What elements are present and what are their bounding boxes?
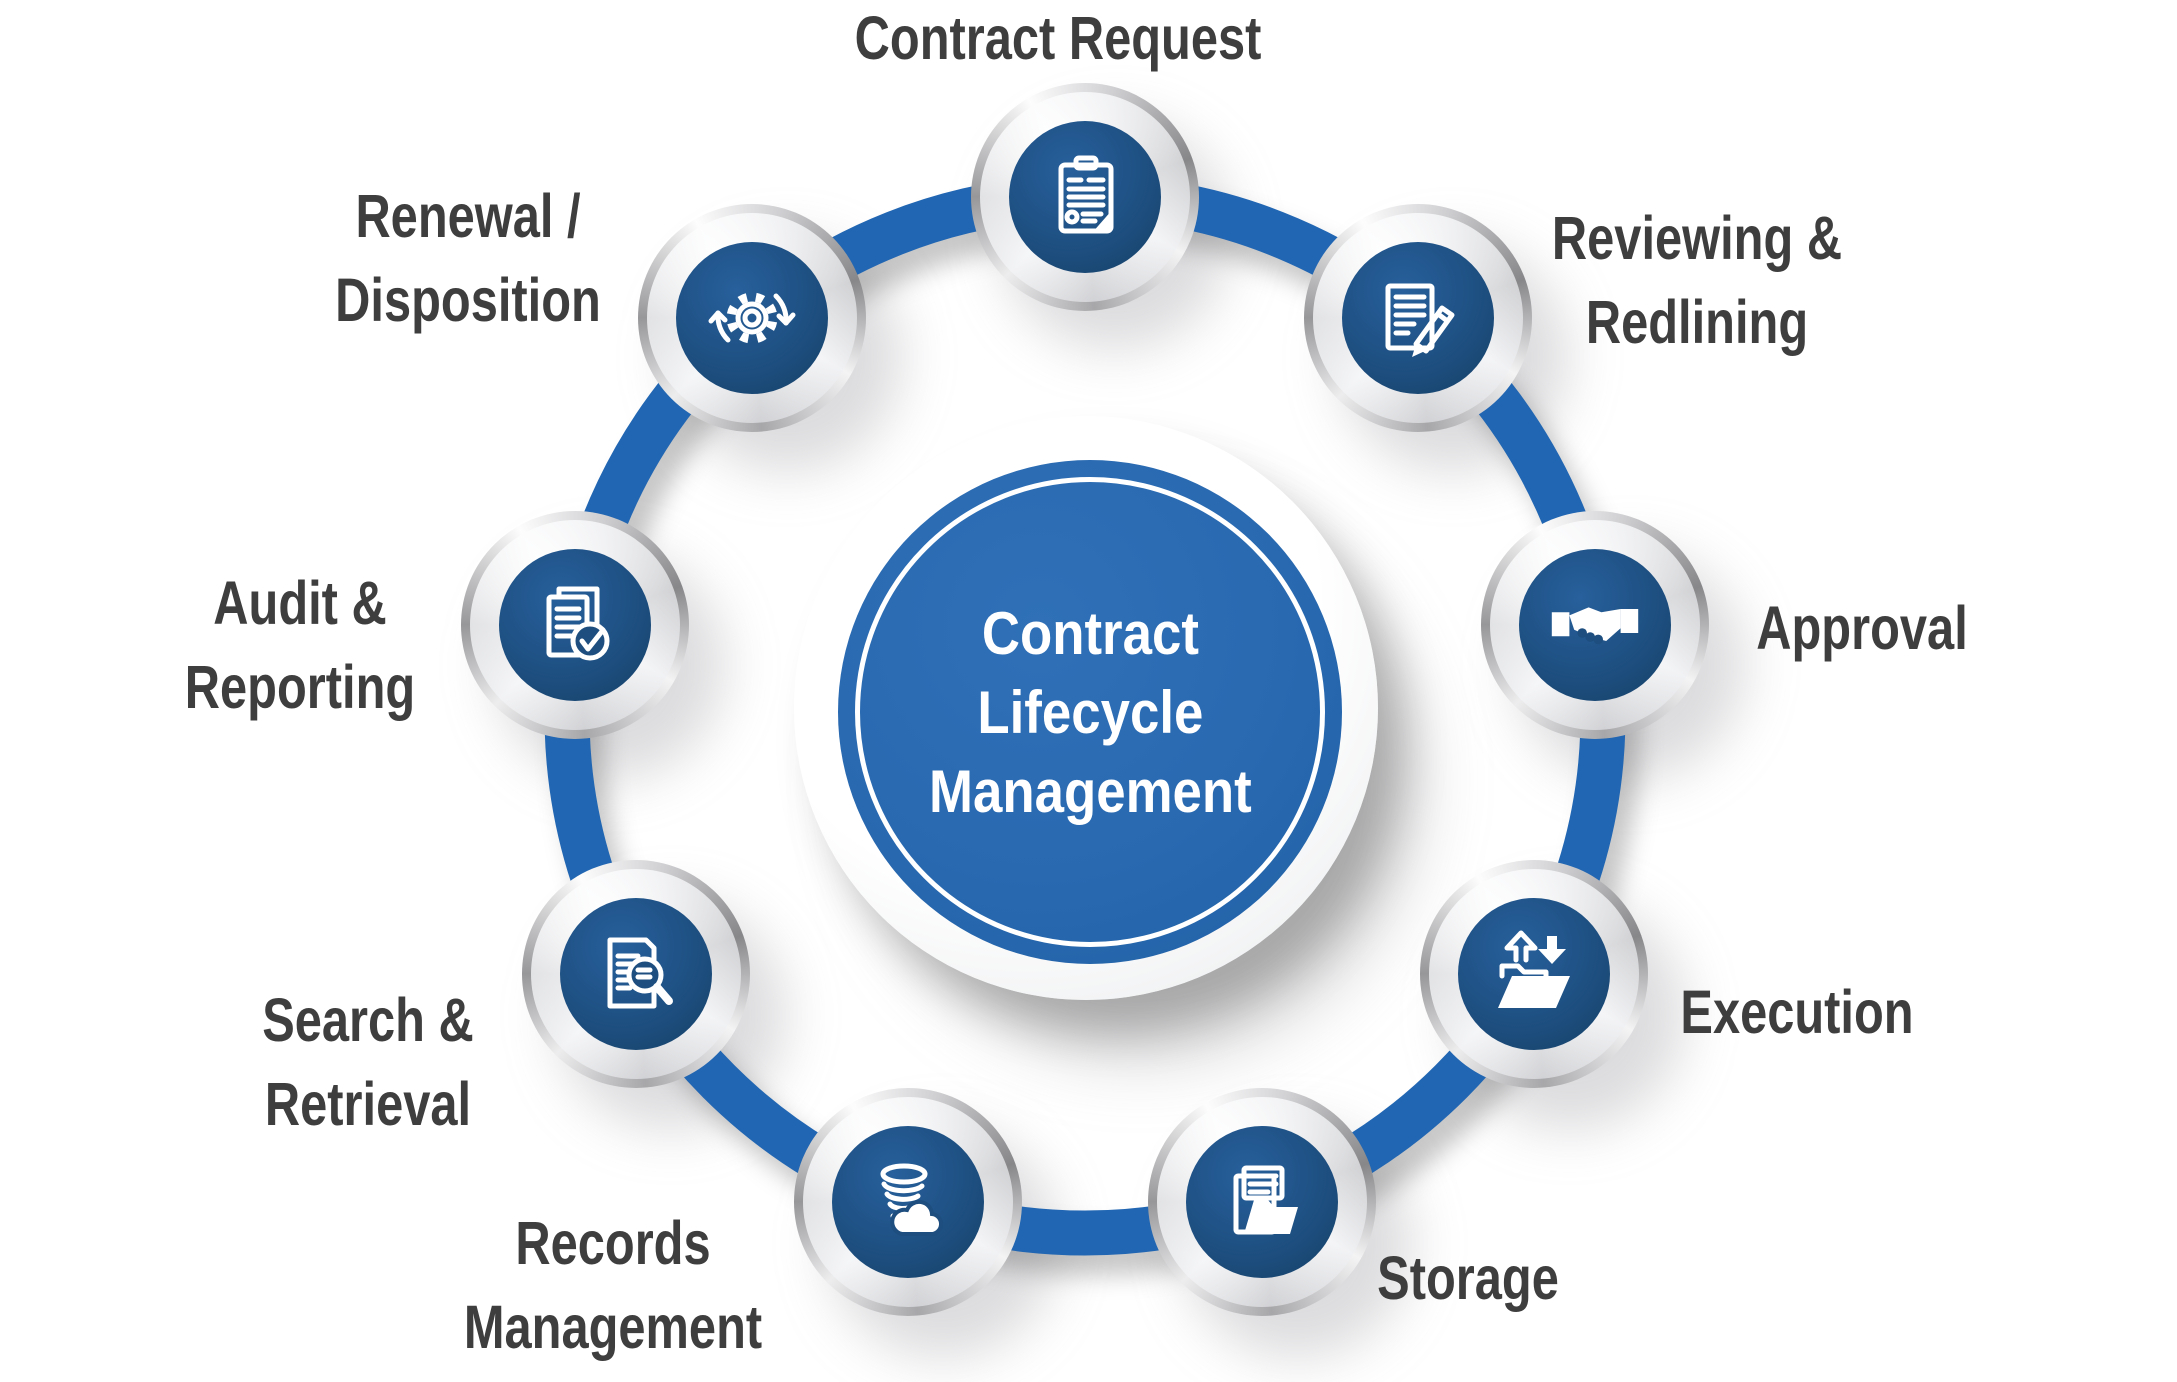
document-check-icon xyxy=(499,549,651,701)
document-magnifier-icon xyxy=(560,898,712,1050)
label-execution: Execution xyxy=(1651,970,1943,1054)
title-line: Contract xyxy=(981,599,1199,667)
label-line: Records xyxy=(515,1209,711,1277)
handshake-icon xyxy=(1519,549,1671,701)
label-storage: Storage xyxy=(1354,1236,1581,1320)
document-pencil-icon xyxy=(1342,242,1494,394)
clipboard-contract-icon xyxy=(1009,121,1161,273)
node-contract-request xyxy=(971,83,1199,311)
node-audit-reporting xyxy=(461,511,689,739)
folder-documents-icon xyxy=(1186,1126,1338,1278)
label-contract-request: Contract Request xyxy=(804,0,1312,80)
label-line: Redlining xyxy=(1585,288,1809,356)
label-approval: Approval xyxy=(1730,586,1994,670)
label-line: Renewal / xyxy=(355,182,581,250)
node-approval xyxy=(1481,511,1709,739)
diagram-title: Contract Lifecycle Management xyxy=(907,594,1274,831)
database-cloud-icon xyxy=(832,1126,984,1278)
label-records-management: Records Management xyxy=(427,1201,800,1369)
label-line: Approval xyxy=(1756,594,1968,662)
label-search-retrieval: Search & Retrieval xyxy=(236,978,500,1146)
label-reviewing-redlining: Reviewing & Redlining xyxy=(1516,196,1879,364)
title-line: Management xyxy=(928,757,1252,825)
label-line: Execution xyxy=(1680,978,1914,1046)
node-execution xyxy=(1420,860,1648,1088)
label-line: Audit & xyxy=(213,569,387,637)
node-storage xyxy=(1148,1088,1376,1316)
node-renewal-disposition xyxy=(638,204,866,432)
label-line: Reporting xyxy=(184,653,416,721)
title-line: Lifecycle xyxy=(976,678,1203,746)
label-line: Search & xyxy=(262,986,474,1054)
node-search-retrieval xyxy=(522,860,750,1088)
node-records-management xyxy=(794,1088,1022,1316)
folder-arrows-icon xyxy=(1458,898,1610,1050)
label-line: Retrieval xyxy=(264,1070,472,1138)
label-line: Contract Request xyxy=(854,4,1262,72)
label-renewal-disposition: Renewal / Disposition xyxy=(302,174,634,342)
label-line: Storage xyxy=(1377,1244,1559,1312)
gear-cycle-icon xyxy=(676,242,828,394)
center-circle: Contract Lifecycle Management xyxy=(838,460,1342,964)
label-line: Management xyxy=(463,1293,763,1361)
node-reviewing-redlining xyxy=(1304,204,1532,432)
label-line: Reviewing & xyxy=(1551,204,1843,272)
label-line: Disposition xyxy=(335,266,601,334)
label-audit-reporting: Audit & Reporting xyxy=(156,561,444,729)
